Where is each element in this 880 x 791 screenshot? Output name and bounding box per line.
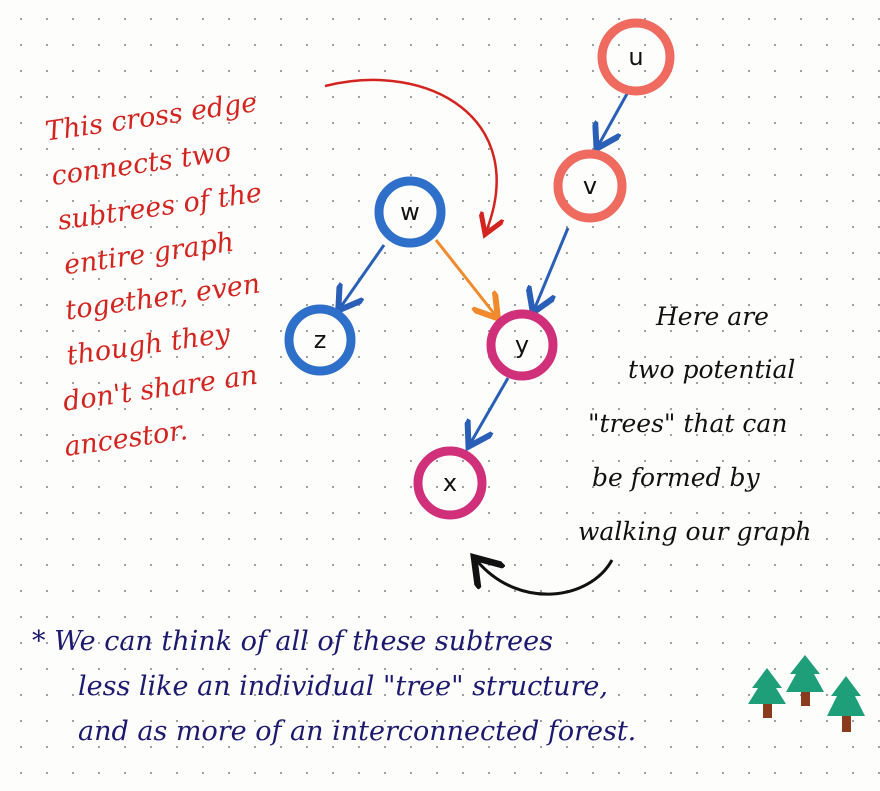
annotation-line: be formed by <box>592 463 760 492</box>
svg-text:w: w <box>400 198 420 226</box>
node-u: u <box>597 18 675 96</box>
edge-u-v <box>598 91 630 146</box>
annotation-right: Here are two potential "trees" that can … <box>578 302 812 546</box>
annotation-line: ancestor. <box>62 415 189 463</box>
edges <box>324 78 630 596</box>
node-w: w <box>374 176 446 248</box>
edge-y-x <box>470 377 510 444</box>
annotation-line: entire graph <box>62 227 236 282</box>
svg-text:z: z <box>314 326 327 354</box>
svg-text:y: y <box>515 331 529 359</box>
tree-icon <box>827 676 865 732</box>
node-y: y <box>486 309 558 381</box>
svg-text:u: u <box>628 43 643 71</box>
node-v: v <box>553 149 627 223</box>
svg-text:x: x <box>443 469 457 497</box>
footnote-line: * We can think of all of these subtrees <box>32 626 553 657</box>
cross-edge-callout-arrow <box>324 78 497 232</box>
footnote-line: less like an individual "tree" structure… <box>78 671 608 702</box>
trees-callout-arrow <box>478 560 614 596</box>
annotation-line: walking our graph <box>578 517 812 546</box>
edge-w-z <box>340 244 386 308</box>
tree-icon <box>748 668 786 718</box>
nodes: u v w z y x <box>284 18 675 520</box>
annotation-line: "trees" that can <box>588 409 787 438</box>
edge-w-y-cross <box>434 239 496 316</box>
annotation-line: though they <box>65 318 233 372</box>
annotation-line: Here are <box>655 302 769 331</box>
annotation-line: two potential <box>628 355 795 384</box>
svg-text:v: v <box>583 172 597 200</box>
annotation-line: connects two <box>50 136 233 192</box>
node-z: z <box>284 304 356 376</box>
node-x: x <box>413 446 487 520</box>
footnote-line: and as more of an interconnected forest. <box>78 716 636 747</box>
footnote: * We can think of all of these subtrees … <box>32 626 636 747</box>
tree-icon <box>786 655 824 706</box>
annotation-left: This cross edge connects two subtrees of… <box>43 87 264 463</box>
forest-illustration <box>748 655 865 732</box>
edge-v-y <box>534 227 570 310</box>
